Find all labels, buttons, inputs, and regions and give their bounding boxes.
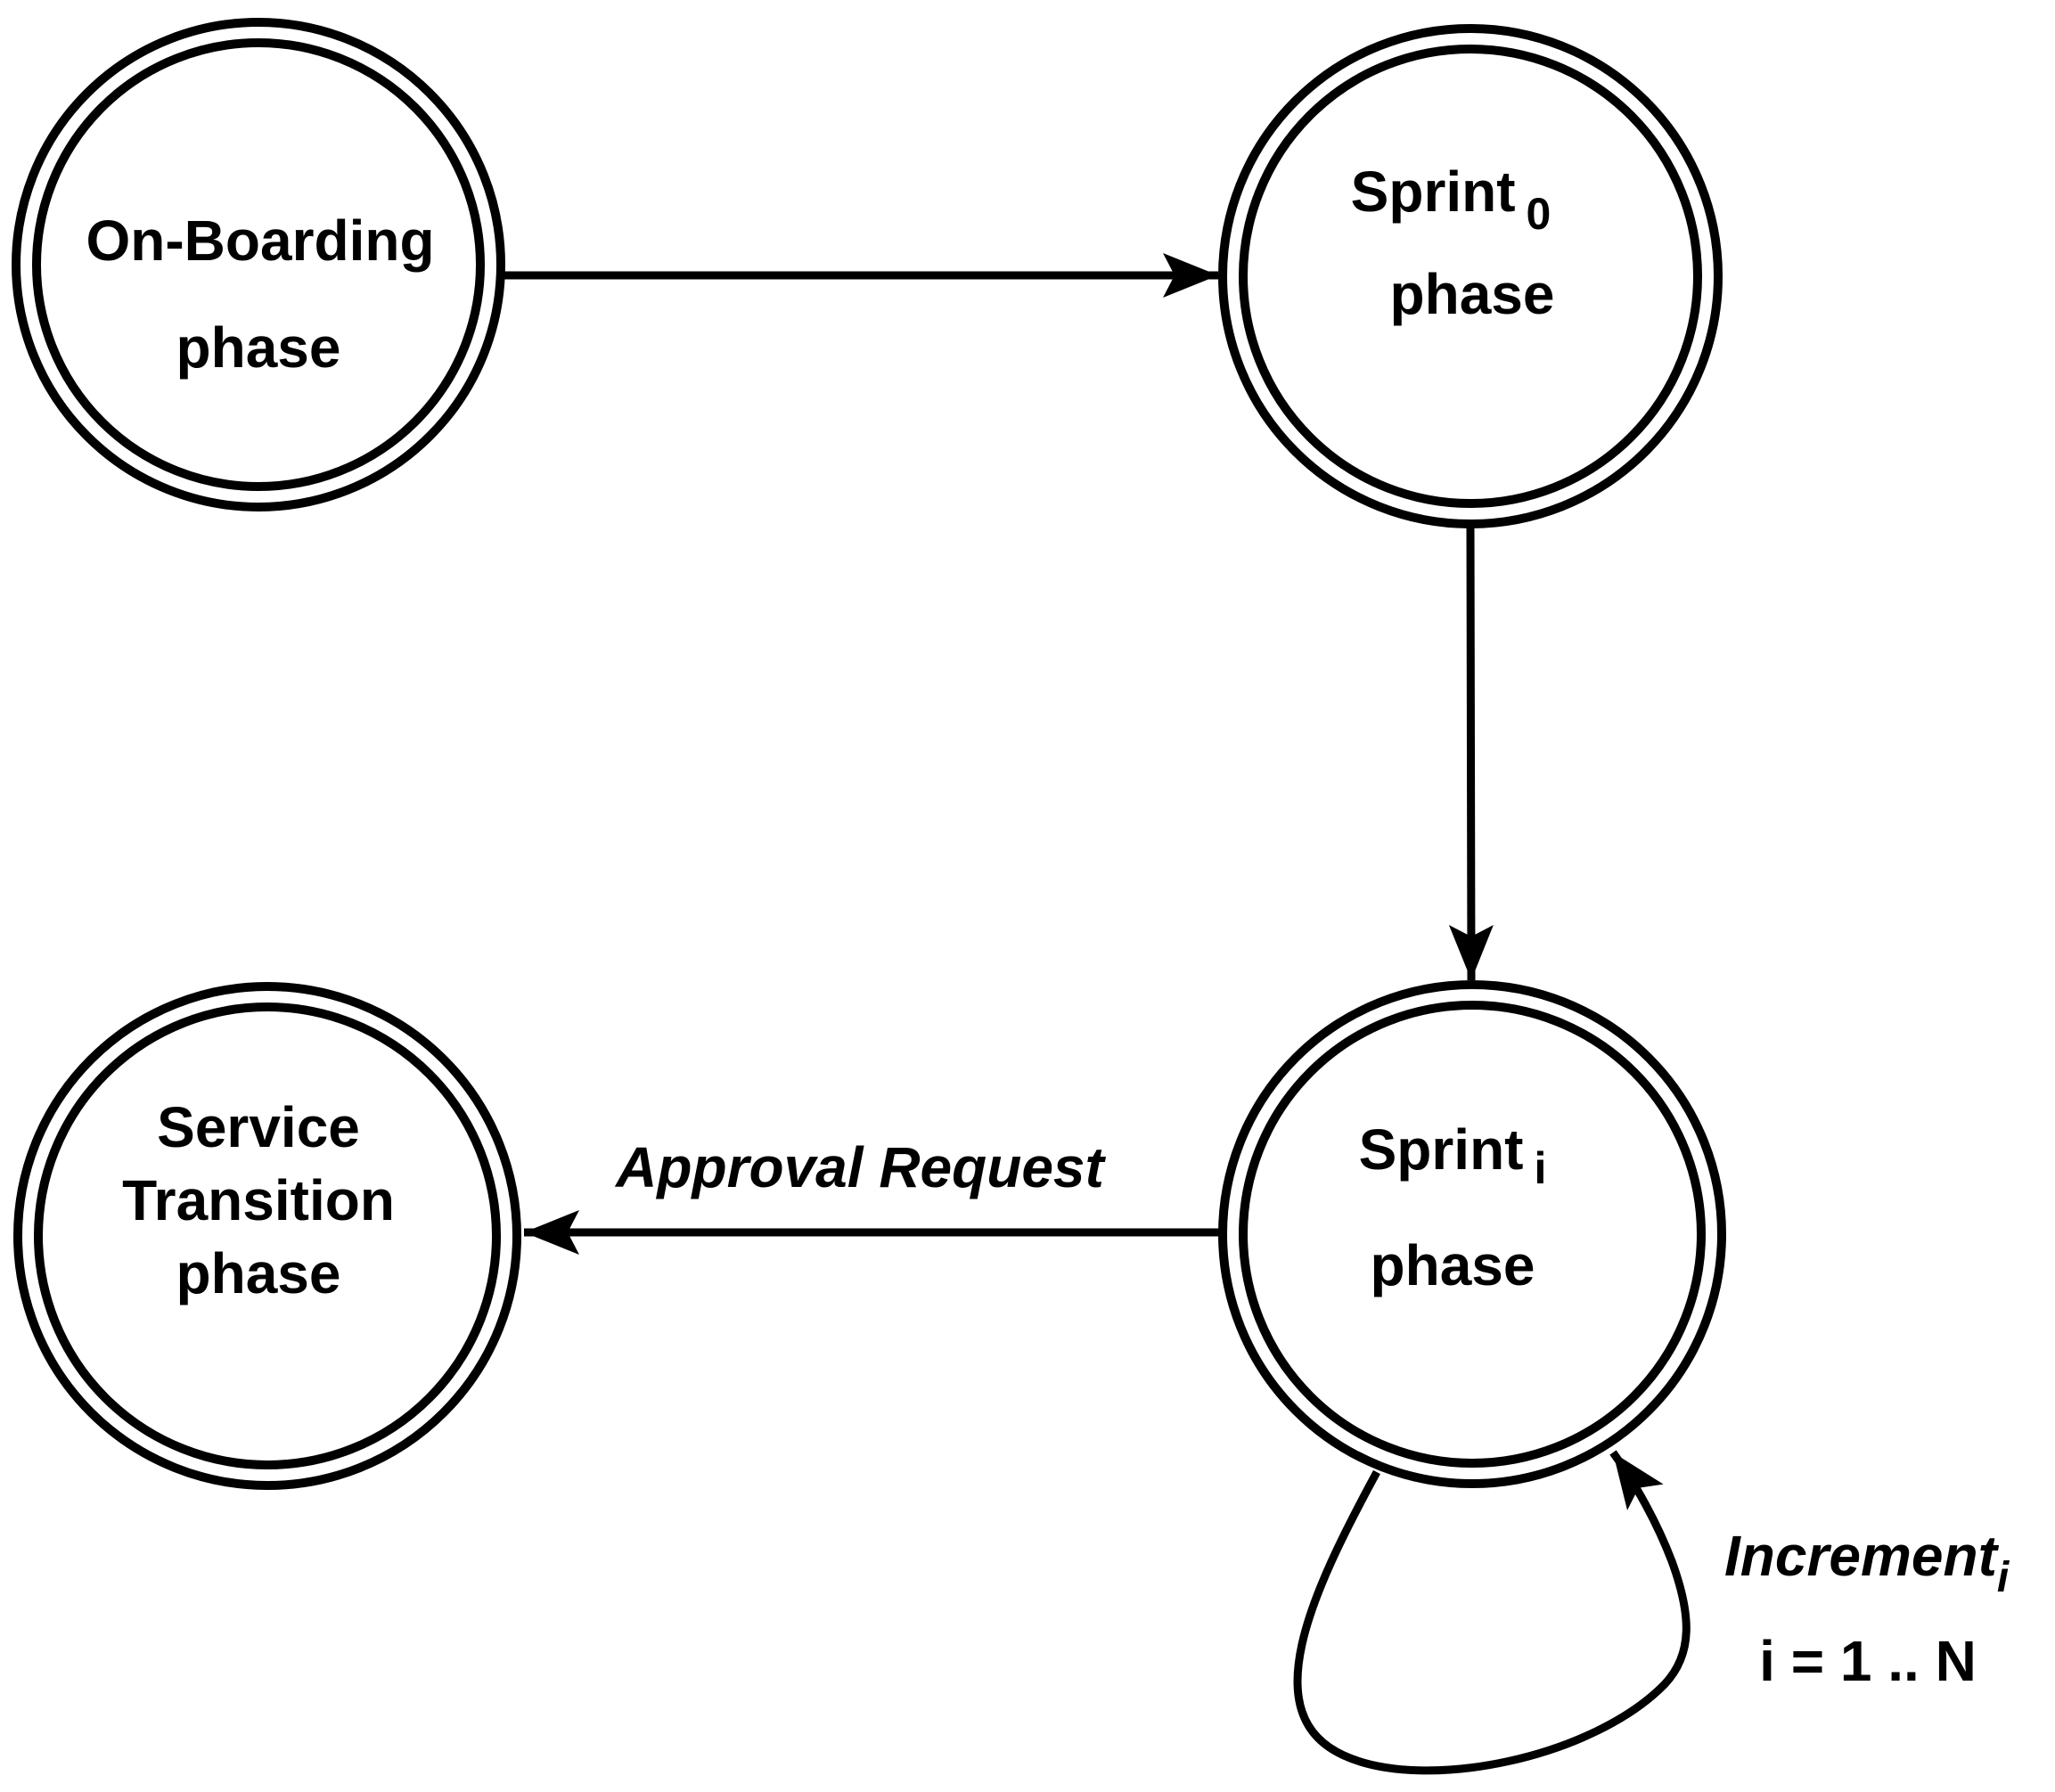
state-sprint-0-outer-ring [1218, 24, 1723, 528]
edge-label-increment-range: i = 1 .. N [1759, 1629, 1977, 1693]
edge-label-increment-main: Increment [1724, 1524, 2000, 1588]
edge-label-approval-request: Approval Request [614, 1135, 1106, 1199]
edge-label-increment: Incrementi [1724, 1524, 2010, 1601]
state-sprint-0-label-main: Sprint [1351, 160, 1516, 224]
state-on-boarding-label-line2: phase [176, 315, 341, 380]
transition-arrow-sprint0-to-sprinti [1448, 527, 1494, 981]
edge-label-increment-subscript: i [1997, 1554, 2010, 1601]
state-on-boarding-outer-ring [12, 18, 505, 511]
state-sprint-0-label-subscript: 0 [1527, 189, 1551, 239]
state-service-transition: Service Transition phase [13, 982, 521, 1490]
state-sprint-i-outer-ring [1218, 980, 1726, 1488]
state-service-transition-label-line2: Transition [122, 1168, 395, 1232]
state-on-boarding-label-line1: On-Boarding [86, 209, 434, 273]
state-on-boarding: On-Boarding phase [12, 18, 505, 511]
state-service-transition-outer-ring [13, 982, 521, 1490]
state-sprint-0-inner-ring [1239, 45, 1702, 508]
state-sprint-i-label-subscript: i [1534, 1143, 1546, 1193]
state-sprint-0-label-line2: phase [1390, 262, 1555, 326]
state-sprint-i-inner-ring [1239, 1001, 1706, 1468]
self-loop-arrow-sprinti [1293, 1450, 1691, 1775]
state-on-boarding-inner-ring [32, 38, 485, 491]
state-service-transition-inner-ring [34, 1002, 501, 1469]
state-service-transition-label-line1: Service [157, 1095, 360, 1159]
state-service-transition-label-line3: phase [176, 1241, 341, 1305]
state-sprint-i-label-line2: phase [1371, 1233, 1535, 1297]
state-sprint-i-label-main: Sprint [1359, 1117, 1524, 1182]
